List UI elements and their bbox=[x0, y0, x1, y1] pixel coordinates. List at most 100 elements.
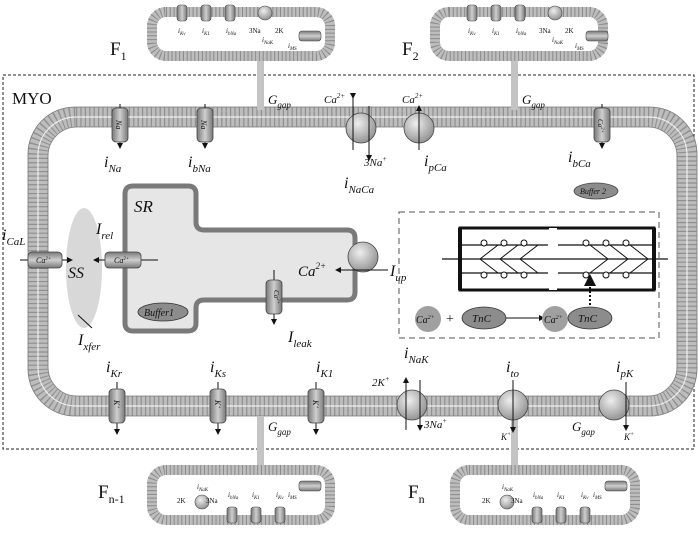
svg-text:2K: 2K bbox=[565, 27, 574, 35]
svg-text:K+: K+ bbox=[112, 399, 121, 409]
label-ito: ito bbox=[506, 359, 520, 380]
head-7 bbox=[582, 239, 590, 247]
label-iks: iKs bbox=[210, 359, 226, 380]
label-ikr: iKr bbox=[106, 359, 123, 380]
svg-text:Buffer1: Buffer1 bbox=[144, 308, 174, 319]
svg-text:ibNa: ibNa bbox=[516, 27, 527, 37]
head-8 bbox=[602, 239, 610, 247]
channel-ibca: Ca2+ bbox=[593, 104, 611, 149]
label-nak-k: 2K+ bbox=[372, 375, 390, 389]
head-5 bbox=[500, 271, 508, 279]
myofilament-panel bbox=[398, 211, 660, 339]
svg-text:iNaK: iNaK bbox=[262, 36, 274, 46]
svg-text:iMS: iMS bbox=[593, 491, 602, 501]
ggap-label-top-right: Ggap bbox=[522, 92, 545, 110]
gap-junction-fn1 bbox=[257, 416, 264, 466]
svg-text:TnC: TnC bbox=[578, 313, 598, 325]
label-ik1: iK1 bbox=[316, 359, 333, 380]
fn1-channels: iNaK 2K 3Na ibNa iK1 iKv iMS bbox=[177, 480, 322, 524]
fibroblast-fn bbox=[450, 465, 640, 525]
sarcomere bbox=[442, 226, 668, 292]
svg-text:2K: 2K bbox=[275, 27, 284, 35]
fn-channels: iNaK 2K 3Na ibNa iK1 iKv iMS bbox=[482, 480, 628, 524]
fibroblast-f1 bbox=[147, 7, 335, 61]
svg-text:iMS: iMS bbox=[288, 42, 297, 52]
svg-text:2K: 2K bbox=[177, 497, 186, 505]
ggap-label-bottom-left: Ggap bbox=[268, 419, 291, 437]
pump-inak bbox=[396, 377, 428, 431]
svg-text:+: + bbox=[446, 312, 454, 327]
label-ibca: ibCa bbox=[568, 149, 591, 170]
label-ibna: ibNa bbox=[188, 154, 211, 175]
label-ical: iCaL bbox=[2, 227, 25, 248]
svg-text:Ca2+: Ca2+ bbox=[114, 256, 129, 265]
label-ipca: ipCa bbox=[424, 153, 447, 174]
svg-text:K+: K+ bbox=[311, 399, 320, 409]
svg-text:Ca2+: Ca2+ bbox=[416, 315, 435, 326]
head-4 bbox=[480, 271, 488, 279]
label-pca-ca: Ca2+ bbox=[402, 92, 423, 106]
svg-text:K+: K+ bbox=[213, 399, 222, 409]
channel-ipk bbox=[598, 382, 630, 431]
channel-ibna: Na bbox=[196, 104, 214, 149]
label-ipk: ipK bbox=[616, 359, 634, 380]
svg-text:iNaK: iNaK bbox=[552, 36, 564, 46]
head-12 bbox=[622, 271, 630, 279]
svg-text:iMS: iMS bbox=[288, 491, 297, 501]
svg-text:iK1: iK1 bbox=[252, 491, 260, 501]
svg-text:iKv: iKv bbox=[581, 491, 589, 501]
xfer-pointer bbox=[77, 314, 93, 329]
channel-ina: Na bbox=[111, 104, 129, 149]
label-ss: SS bbox=[68, 265, 84, 282]
svg-text:Ca2+: Ca2+ bbox=[272, 290, 280, 304]
tnc-binding: Ca2+ + TnC Ca2+ TnC bbox=[415, 274, 613, 332]
channel-iks: K+ bbox=[209, 382, 227, 435]
label-ixfer: Ixfer bbox=[77, 332, 101, 353]
svg-text:ibNa: ibNa bbox=[533, 491, 544, 501]
channel-ical: Ca2+ bbox=[20, 251, 73, 269]
label-naca-na: 3Na+ bbox=[363, 155, 387, 169]
label-ileak: Ileak bbox=[287, 329, 313, 350]
label-irel: Irel bbox=[95, 221, 113, 242]
f2-channels: iKv iK1 ibNa 3Na 2K iNaK iMS bbox=[466, 4, 609, 52]
svg-text:Ca2+: Ca2+ bbox=[544, 315, 563, 326]
svg-text:iKv: iKv bbox=[468, 27, 476, 37]
svg-text:iNaK: iNaK bbox=[197, 483, 209, 493]
svg-text:iKv: iKv bbox=[178, 27, 186, 37]
label-ina: iNa bbox=[104, 154, 122, 175]
head-11 bbox=[602, 271, 610, 279]
label-fn: Fn bbox=[408, 482, 425, 506]
head-6 bbox=[520, 271, 528, 279]
label-iup: Iup bbox=[389, 263, 407, 284]
myo-label: MYO bbox=[12, 89, 52, 108]
buffer2: Buffer 2 bbox=[573, 182, 619, 200]
gap-junction-fn bbox=[511, 416, 518, 466]
svg-text:ibNa: ibNa bbox=[228, 491, 239, 501]
head-10 bbox=[582, 271, 590, 279]
label-nak-na: 3Na+ bbox=[423, 417, 447, 431]
label-sr: SR bbox=[134, 197, 154, 216]
label-inak: iNaK bbox=[404, 345, 429, 366]
svg-text:ibNa: ibNa bbox=[226, 27, 237, 37]
pump-iup bbox=[335, 241, 388, 273]
gap-junction-f1 bbox=[257, 60, 264, 110]
ggap-label-top-left: Ggap bbox=[268, 92, 291, 110]
svg-text:Na: Na bbox=[199, 119, 208, 129]
svg-text:3Na: 3Na bbox=[206, 497, 219, 505]
svg-text:3Na: 3Na bbox=[511, 497, 524, 505]
subspace bbox=[66, 208, 102, 328]
label-up-ca: Ca2+ bbox=[298, 261, 326, 280]
channel-ikr: K+ bbox=[108, 382, 126, 435]
channel-irel: Ca2+ bbox=[93, 251, 158, 269]
svg-text:3Na: 3Na bbox=[539, 27, 552, 35]
ggap-label-bottom-right: Ggap bbox=[572, 419, 595, 437]
label-ipk-k: K+ bbox=[623, 432, 634, 442]
label-fn1: Fn-1 bbox=[98, 482, 125, 506]
svg-text:2K: 2K bbox=[482, 497, 491, 505]
f1-channels: iKv iK1 ibNa 3Na 2K iNaK iMS bbox=[176, 4, 322, 52]
label-f1: F1 bbox=[110, 39, 127, 63]
head-3 bbox=[520, 239, 528, 247]
head-1 bbox=[480, 239, 488, 247]
svg-text:Na: Na bbox=[114, 119, 123, 129]
